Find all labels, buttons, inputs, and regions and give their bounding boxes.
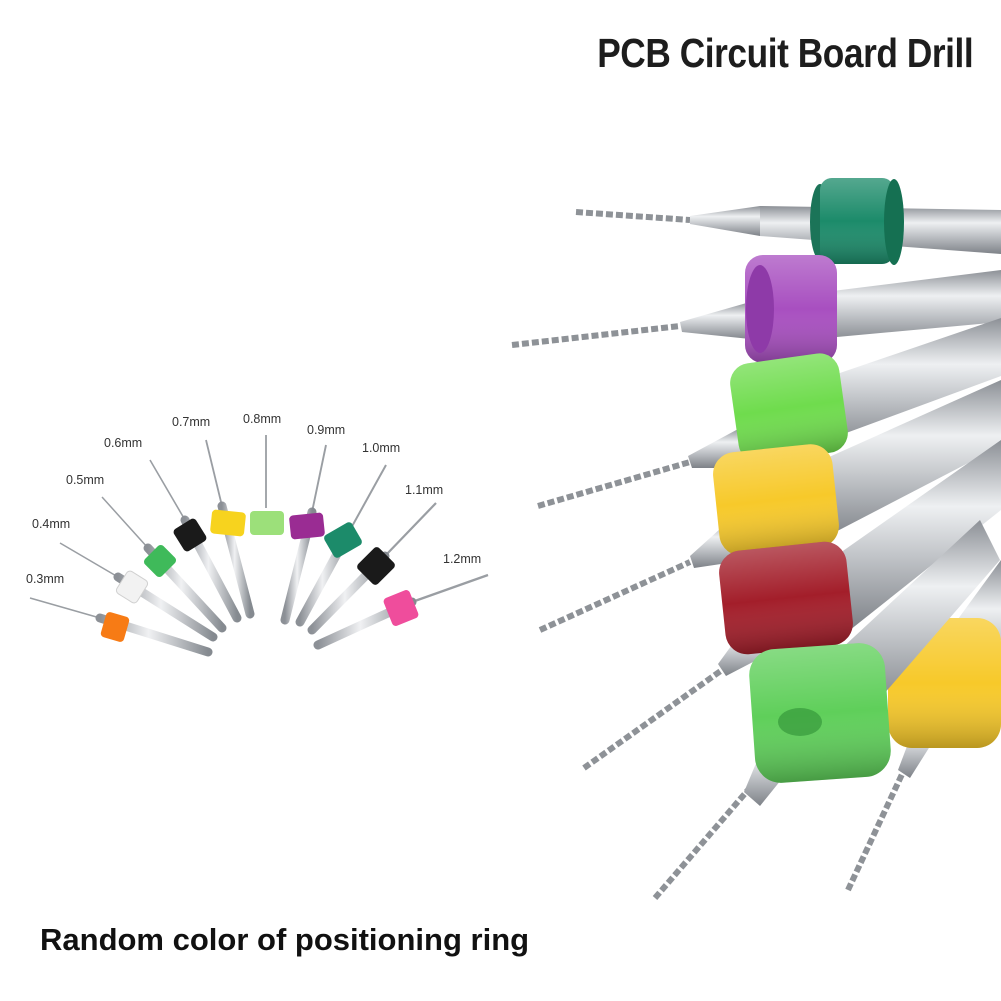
product-title: PCB Circuit Board Drill <box>596 30 973 76</box>
size-label: 0.4mm <box>32 517 70 531</box>
size-label: 1.0mm <box>362 441 400 455</box>
drill-1-0mm <box>295 464 387 627</box>
drill-fan: 0.3mm 0.4mm 0.5mm 0.6mm 0.7mm 0.8mm 0.9m… <box>26 412 489 657</box>
drill-1-1mm <box>307 502 437 635</box>
ring-black-2 <box>357 547 395 585</box>
closeup-drill-red <box>582 440 1001 771</box>
drill-0-8mm <box>250 435 284 622</box>
ring-light-green <box>250 511 284 535</box>
closeup-drill-teal <box>575 178 1001 265</box>
closeup-drill-green <box>652 520 1000 900</box>
ring-teal <box>324 522 362 558</box>
size-label: 0.8mm <box>243 412 281 426</box>
size-label: 1.1mm <box>405 483 443 497</box>
size-label: 0.9mm <box>307 423 345 437</box>
size-label: 0.5mm <box>66 473 104 487</box>
caption: Random color of positioning ring <box>40 922 530 957</box>
ring-yellow <box>210 509 246 537</box>
size-label: 0.6mm <box>104 436 142 450</box>
drill-0-7mm <box>205 439 255 619</box>
size-label: 0.7mm <box>172 415 210 429</box>
ring-orange <box>100 612 130 642</box>
drill-0-9mm <box>280 444 327 625</box>
drill-closeup <box>511 178 1001 900</box>
drill-0-3mm <box>29 597 213 657</box>
ring-pink <box>383 590 419 626</box>
drill-0-5mm <box>101 496 227 633</box>
ring-purple <box>289 512 325 540</box>
size-label: 0.3mm <box>26 572 64 586</box>
ring-green <box>143 544 177 578</box>
ring-white <box>115 570 149 604</box>
drill-1-2mm <box>313 573 489 650</box>
drill-0-6mm <box>149 459 242 623</box>
ring-black <box>173 518 207 552</box>
closeup-drill-lime <box>537 318 1001 509</box>
closeup-drill-purple <box>511 255 1001 363</box>
drill-0-4mm <box>59 542 218 642</box>
closeup-drill-yellow <box>538 380 1001 633</box>
size-label: 1.2mm <box>443 552 481 566</box>
